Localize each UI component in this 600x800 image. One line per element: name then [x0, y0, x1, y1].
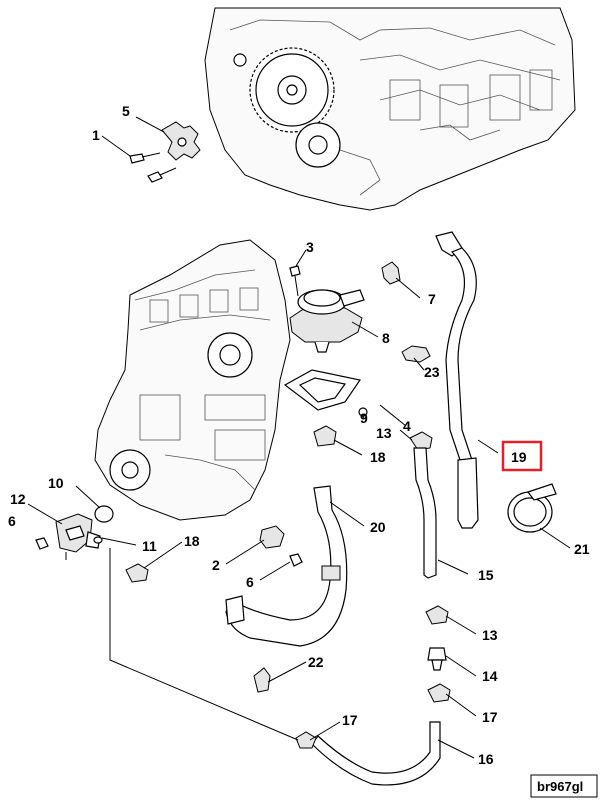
part-10-oring: [94, 505, 114, 523]
callout-6-center: 6: [246, 574, 254, 590]
callout-11: 11: [142, 538, 157, 554]
callout-1: 1: [92, 127, 100, 143]
callout-10: 10: [48, 475, 64, 491]
part-15-hose: [413, 447, 437, 579]
callout-12: 12: [10, 491, 26, 507]
part-1-bolts: [129, 152, 177, 183]
part-22-clamp: [253, 667, 271, 693]
callout-15: 15: [478, 567, 494, 583]
part-8-thermostat-housing: [289, 289, 365, 353]
callout-2: 2: [212, 557, 220, 573]
part-6-nut-left: [35, 537, 49, 550]
callout-18-upper: 18: [370, 449, 386, 465]
callout-16: 16: [478, 751, 494, 767]
part-21-clamp: [507, 483, 557, 533]
part-6-nut-center: [289, 553, 303, 567]
drawing-reference: br967gl: [530, 774, 598, 798]
callout-19: 19: [511, 449, 527, 465]
part-20-hose: [225, 485, 348, 647]
callout-17-left: 17: [342, 712, 358, 728]
callout-3: 3: [306, 239, 314, 255]
part-7-clamp: [381, 261, 401, 285]
part-18-clamp-lower: [125, 563, 149, 583]
part-2-clamp: [259, 525, 285, 549]
callout-7: 7: [428, 291, 436, 307]
callout-20: 20: [370, 519, 386, 535]
part-23-clamp: [401, 345, 431, 363]
callout-18-lower: 18: [184, 533, 200, 549]
highlight-box: [501, 440, 543, 472]
callout-5: 5: [122, 103, 130, 119]
part-19-hose: [435, 231, 479, 529]
drawing-reference-label: br967gl: [537, 779, 583, 794]
callout-23: 23: [424, 364, 440, 380]
part-5-bracket: [161, 121, 201, 161]
callout-8: 8: [382, 330, 390, 346]
callout-9: 9: [360, 410, 368, 426]
callout-4: 4: [403, 418, 411, 434]
callout-6-left: 6: [8, 513, 16, 529]
part-11-oring: [93, 536, 103, 544]
callout-labels: 1 5 3 7 8 23 9 4 13 18 20 19 21 15 10 12…: [8, 103, 590, 767]
callout-21: 21: [574, 541, 590, 557]
part-3-bolt: [289, 265, 301, 297]
part-12-fitting: [55, 513, 101, 553]
callout-13-upper: 13: [376, 425, 392, 441]
part-17-clamp-right: [427, 683, 451, 703]
part-13-clamp-upper: [409, 431, 433, 451]
part-17-clamp-left: [295, 731, 317, 749]
part-16-hose: [311, 721, 441, 786]
part-9-gasket: [283, 369, 362, 411]
callout-13-lower: 13: [482, 627, 498, 643]
callout-22: 22: [308, 654, 324, 670]
callout-17-right: 17: [482, 709, 498, 725]
callout-14: 14: [482, 668, 498, 684]
part-18-clamp-upper: [313, 425, 337, 447]
part-13-clamp-lower: [425, 605, 449, 625]
engine-lower-block: [94, 239, 291, 521]
leader-lines: [27, 116, 571, 759]
timing-gear: [233, 47, 341, 168]
part-14-fitting: [427, 647, 447, 671]
